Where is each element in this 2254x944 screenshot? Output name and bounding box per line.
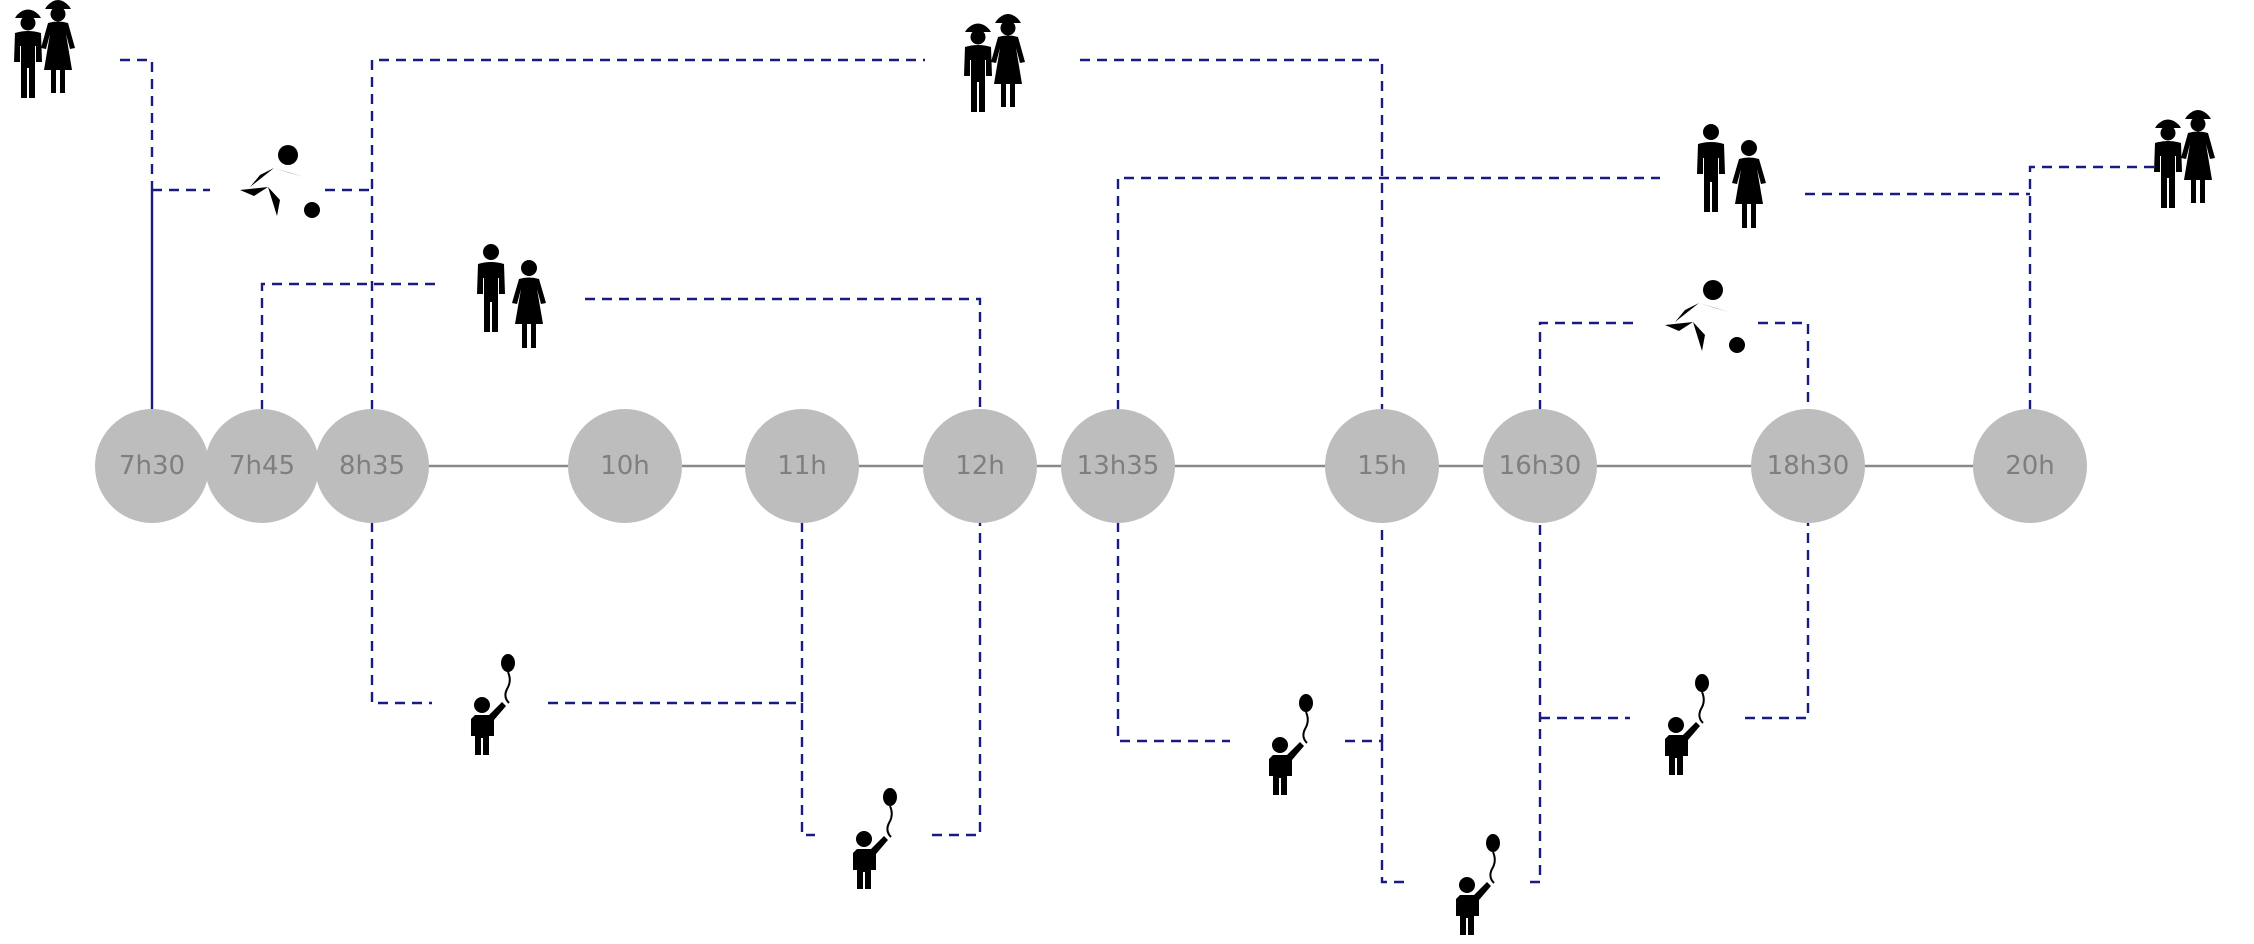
time-node-label: 7h30 — [119, 451, 185, 481]
time-node-label: 15h — [1357, 451, 1407, 481]
time-node-label: 16h30 — [1499, 451, 1582, 481]
connector-line — [1538, 321, 1640, 427]
connector-line — [932, 505, 982, 837]
connector-line — [2028, 165, 2175, 427]
worker-couple-icon — [14, 0, 75, 98]
time-node-label: 12h — [955, 451, 1005, 481]
connector-line — [260, 282, 440, 427]
couple-icon — [477, 244, 546, 348]
soccer-player-icon — [240, 145, 320, 218]
connector-line — [370, 505, 432, 705]
time-node: 18h30 — [1751, 409, 1865, 523]
time-node-label: 20h — [2005, 451, 2055, 481]
time-node-label: 10h — [600, 451, 650, 481]
timeline-nodes: 7h30 7h45 8h35 10h 11h 12h 13h35 15h 16h… — [95, 409, 2087, 523]
connector-line — [1116, 176, 1660, 427]
time-node-label: 11h — [777, 451, 827, 481]
connector-line — [1380, 741, 1410, 884]
time-node: 15h — [1325, 409, 1439, 523]
connector-line — [1745, 505, 1810, 720]
time-node: 13h35 — [1061, 409, 1175, 523]
child-balloon-icon — [1455, 833, 1501, 936]
child-balloon-icon — [852, 787, 898, 890]
connector-line — [1345, 505, 1384, 743]
worker-couple-icon — [964, 14, 1025, 112]
worker-couple-icon — [2154, 110, 2215, 208]
connector-line — [370, 58, 925, 427]
connector-line — [548, 505, 804, 705]
time-node: 20h — [1973, 409, 2087, 523]
connector-line — [585, 297, 982, 427]
child-balloon-icon — [1664, 673, 1710, 776]
time-node: 8h35 — [315, 409, 429, 523]
time-node: 10h — [568, 409, 682, 523]
child-balloon-icon — [470, 653, 516, 756]
time-node: 12h — [923, 409, 1037, 523]
connector-line — [120, 58, 154, 190]
time-node: 7h30 — [95, 409, 209, 523]
connector-line — [1116, 505, 1230, 743]
soccer-player-icon — [1665, 280, 1745, 353]
child-balloon-icon — [1268, 693, 1314, 796]
connector-line — [1530, 505, 1542, 884]
connector-line — [1758, 321, 1810, 427]
time-node-label: 13h35 — [1077, 451, 1160, 481]
time-node: 7h45 — [205, 409, 319, 523]
time-node-label: 8h35 — [339, 451, 405, 481]
time-node: 11h — [745, 409, 859, 523]
time-node-label: 18h30 — [1767, 451, 1850, 481]
connector-line — [800, 703, 815, 837]
connector-lines — [120, 58, 2175, 884]
time-node: 16h30 — [1483, 409, 1597, 523]
connector-line — [1080, 58, 1384, 427]
couple-icon — [1697, 124, 1766, 228]
time-node-label: 7h45 — [229, 451, 295, 481]
